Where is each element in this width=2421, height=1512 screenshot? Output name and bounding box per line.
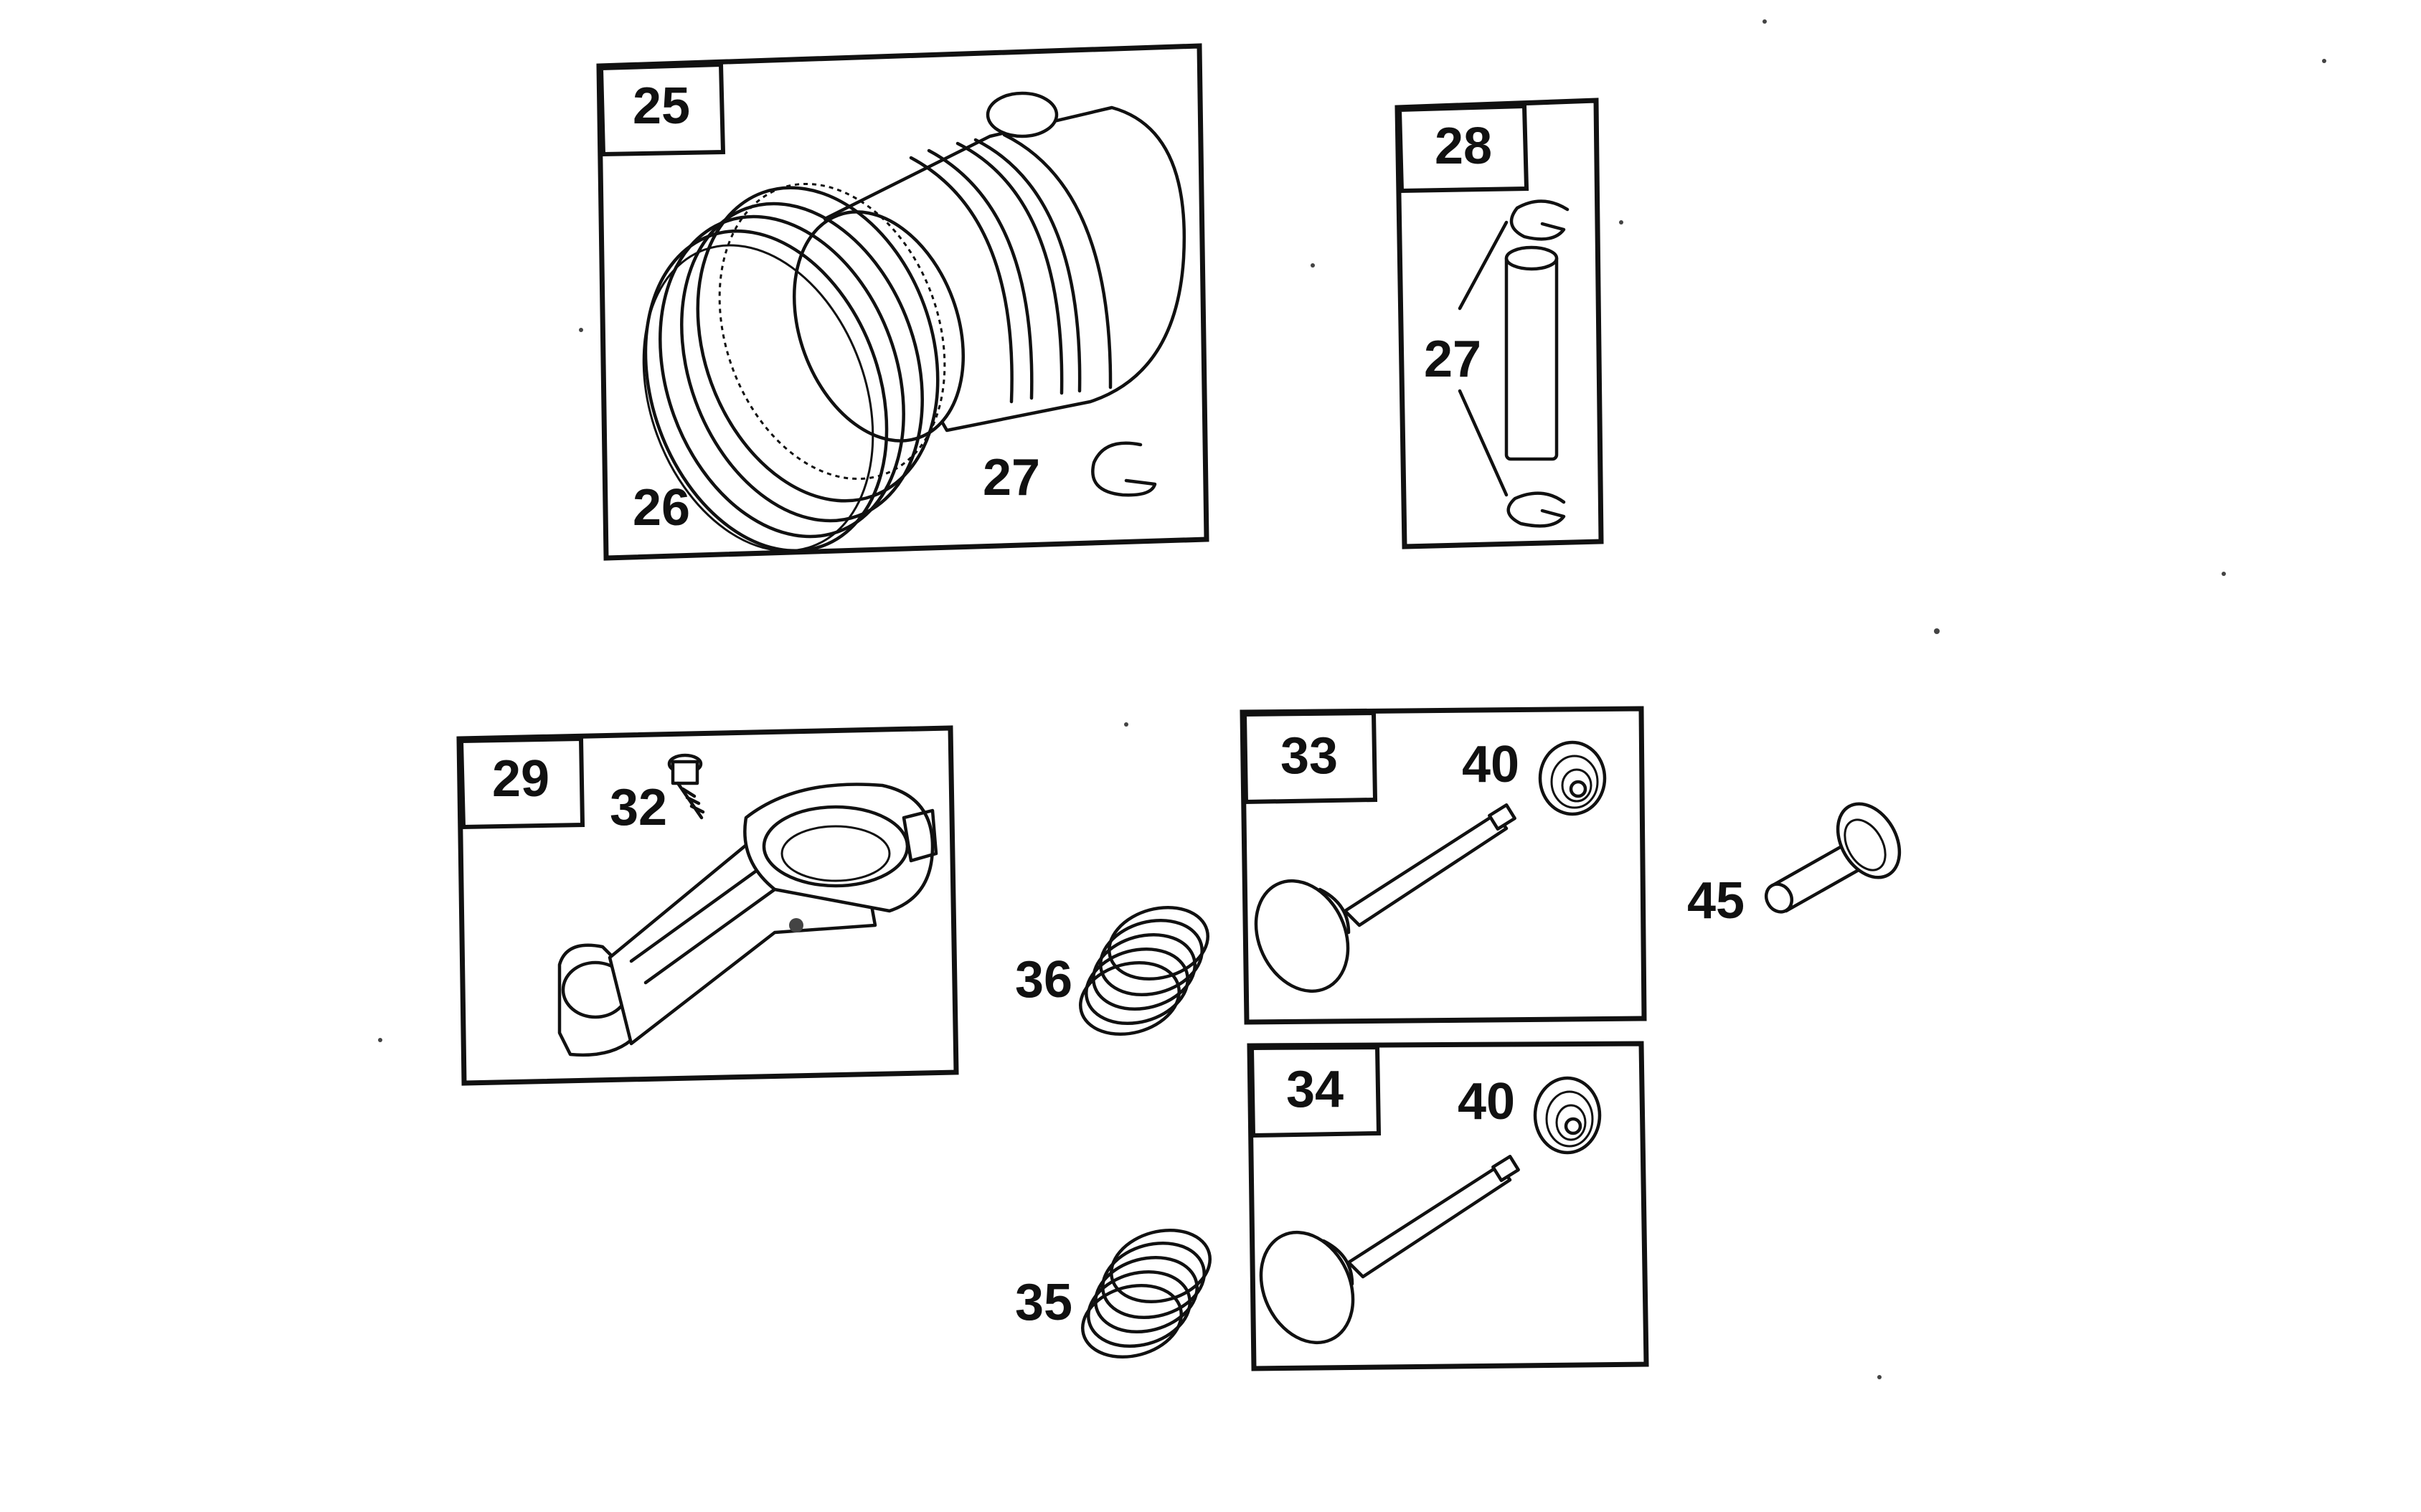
- retaining-clip-icon: [1091, 441, 1157, 497]
- panel-tag-label: 25: [633, 77, 690, 135]
- callout-label: 40: [1462, 736, 1519, 793]
- leader-line: [1458, 389, 1509, 497]
- panel-intake-valve: 34 40: [1247, 1041, 1649, 1371]
- spring-icon: [1081, 1228, 1212, 1359]
- callout-label: 35: [1015, 1274, 1072, 1331]
- valve-retainer-icon: [1538, 740, 1607, 816]
- panel-tag-label: 29: [492, 750, 549, 808]
- retaining-clip-icon: [1509, 199, 1570, 241]
- callout-label: 40: [1458, 1073, 1515, 1130]
- callout-label: 45: [1687, 872, 1745, 930]
- callout-label: 26: [633, 479, 690, 537]
- panel-tag-label: 33: [1280, 727, 1338, 785]
- retaining-clip-icon: [1506, 491, 1566, 528]
- valve-icon: [1254, 803, 1516, 993]
- panel-connecting-rod: 29 32: [456, 725, 959, 1086]
- panel-tag-label: 34: [1286, 1061, 1344, 1118]
- panel-exhaust-valve: 33 40: [1240, 706, 1647, 1025]
- scan-speckles: [378, 19, 2326, 1379]
- tappet-part: 45: [1687, 802, 1902, 930]
- valve-spring-upper: 36: [1015, 905, 1209, 1036]
- panel-piston-assembly: 25 26 27: [596, 43, 1209, 561]
- connecting-rod-icon: [557, 783, 938, 1057]
- bolt-icon: [667, 753, 705, 820]
- valve-icon: [1259, 1155, 1520, 1345]
- valve-spring-lower: 35: [1015, 1228, 1212, 1359]
- panel-tag-label: 28: [1435, 118, 1492, 175]
- leader-line: [1458, 220, 1509, 311]
- tappet-icon: [1764, 802, 1902, 914]
- wrist-pin-icon: [1504, 245, 1559, 461]
- piston-icon: [792, 91, 1186, 443]
- valve-retainer-icon: [1533, 1076, 1602, 1155]
- callout-label: 27: [1424, 331, 1481, 388]
- callout-label: 27: [983, 449, 1040, 506]
- spring-icon: [1079, 905, 1209, 1036]
- callout-label: 36: [1015, 951, 1072, 1008]
- callout-label: 32: [610, 779, 667, 836]
- panel-wrist-pin: 28 27: [1394, 98, 1604, 549]
